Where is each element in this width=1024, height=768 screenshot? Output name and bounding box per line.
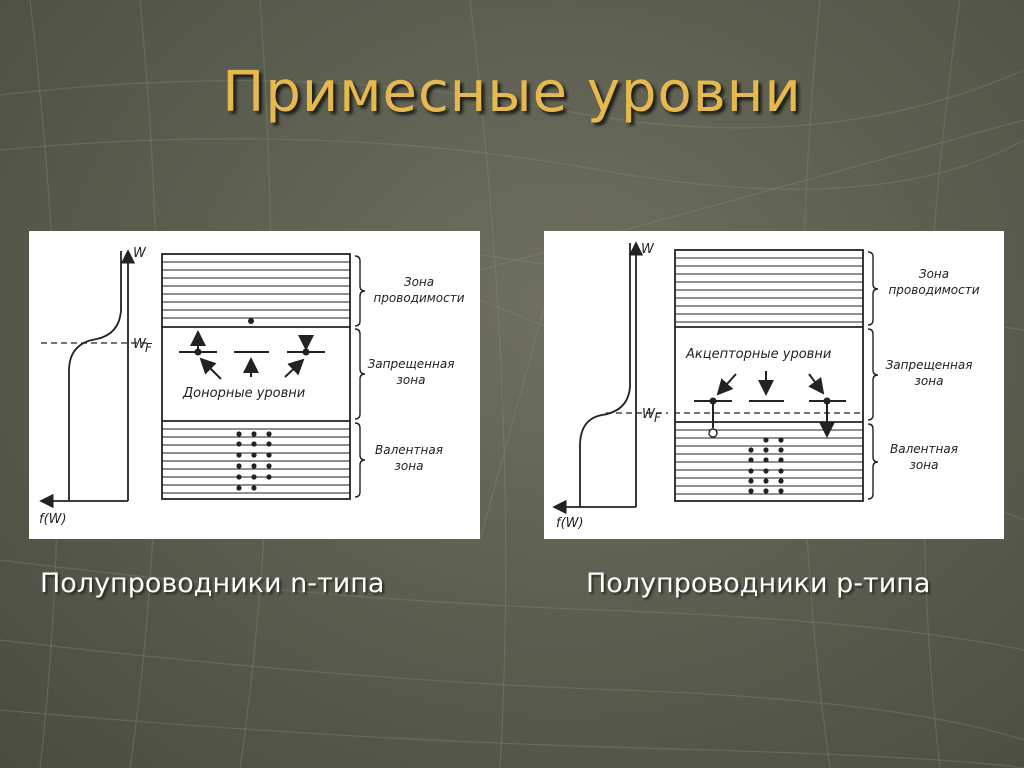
gap-zone-label-1: Запрещенная — [886, 358, 973, 372]
gap-zone-label-2: зона — [915, 374, 944, 388]
fermi-subscript: F — [654, 411, 662, 425]
p-type-diagram: W f(W) W F Акцепторные уровни Зона прово… — [544, 231, 1004, 539]
slide-title: Примесные уровни — [222, 60, 802, 125]
gap-zone-label-1: Запрещенная — [368, 357, 455, 371]
gap-zone-label-2: зона — [397, 373, 426, 387]
p-type-caption: Полупроводники p-типа — [586, 568, 931, 599]
axis-w-label: W — [133, 246, 147, 261]
donor-levels-label: Донорные уровни — [182, 386, 305, 401]
conduction-zone-label-1: Зона — [404, 275, 434, 289]
axis-f-label: f(W) — [39, 512, 67, 527]
valence-zone-label-2: зона — [395, 459, 424, 473]
fermi-label: W — [642, 407, 656, 422]
acceptor-levels-label: Акцепторные уровни — [685, 347, 831, 362]
axis-w-label: W — [641, 242, 655, 257]
fermi-subscript: F — [145, 341, 153, 355]
valence-zone-label-1: Валентная — [890, 442, 958, 456]
valence-zone-label-1: Валентная — [375, 443, 443, 457]
conduction-zone-label-2: проводимости — [373, 291, 464, 305]
valence-zone-label-2: зона — [910, 458, 939, 472]
fermi-label: W — [133, 337, 147, 352]
n-type-diagram: W f(W) W F Донорные уровни Зона проводим… — [29, 231, 480, 539]
n-type-caption: Полупроводники n-типа — [40, 568, 385, 599]
axis-f-label: f(W) — [556, 516, 584, 531]
conduction-zone-label-2: проводимости — [888, 283, 979, 297]
conduction-zone-label-1: Зона — [919, 267, 949, 281]
